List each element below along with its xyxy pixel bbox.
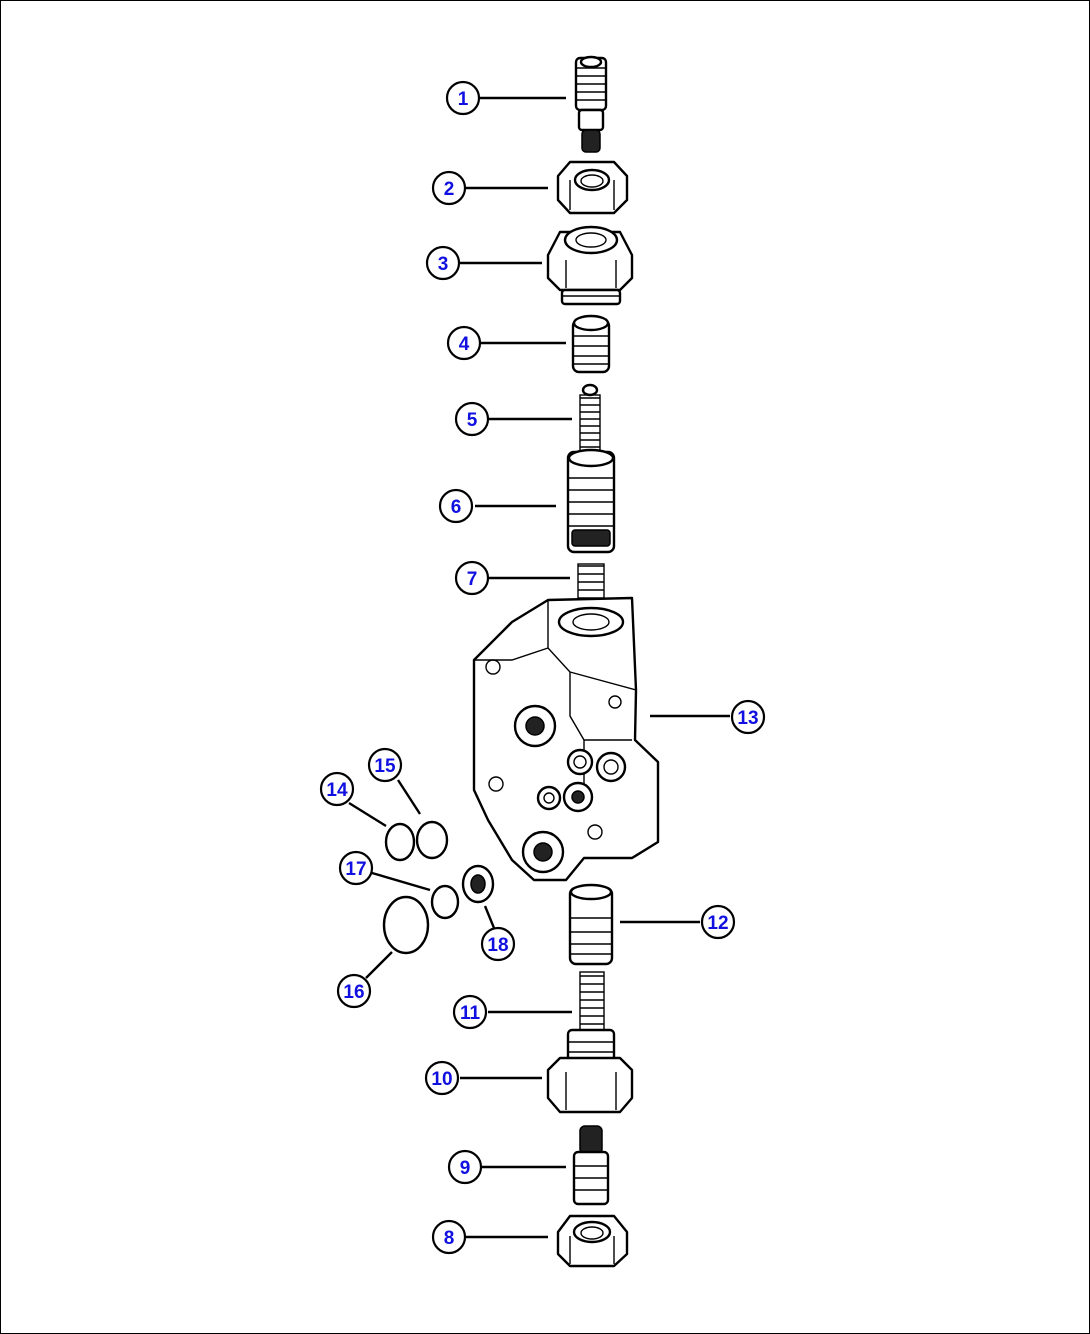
callout-circle xyxy=(445,80,481,116)
callout-label: 7 xyxy=(467,569,478,590)
leader-14 xyxy=(348,801,387,828)
part-16-o-ring xyxy=(382,895,430,955)
callout-17: 17 xyxy=(338,850,374,886)
callout-12: 12 xyxy=(700,904,736,940)
part-12-valve xyxy=(568,883,614,966)
callout-1: 1 xyxy=(445,80,481,116)
callout-label: 10 xyxy=(431,1069,452,1090)
callout-circle xyxy=(452,994,488,1030)
leader-18 xyxy=(483,905,496,929)
callout-label: 15 xyxy=(374,756,396,777)
leader-16 xyxy=(365,951,393,979)
callout-10: 10 xyxy=(424,1060,460,1096)
part-3-plug xyxy=(546,225,634,306)
part-13-valve-body xyxy=(472,596,660,882)
leader-15 xyxy=(396,779,422,815)
part-6-valve xyxy=(566,448,616,554)
callout-15: 15 xyxy=(367,747,403,783)
callout-11: 11 xyxy=(452,994,488,1030)
callout-16: 16 xyxy=(336,973,372,1009)
part-18-seal xyxy=(461,864,495,904)
callout-circle xyxy=(730,699,766,735)
callout-circle xyxy=(454,560,490,596)
callout-label: 1 xyxy=(458,89,469,110)
callout-circle xyxy=(319,771,355,807)
leader-17 xyxy=(371,871,431,892)
callout-label: 13 xyxy=(737,708,758,729)
callout-label: 16 xyxy=(343,982,364,1003)
part-11-spring xyxy=(579,971,605,1031)
callout-3: 3 xyxy=(425,245,461,281)
callout-circle xyxy=(447,1149,483,1185)
callout-9: 9 xyxy=(447,1149,483,1185)
part-5-spring xyxy=(579,383,601,454)
callout-circle xyxy=(454,401,490,437)
part-8-hex-nut xyxy=(556,1214,629,1268)
callout-label: 9 xyxy=(460,1158,471,1179)
callout-label: 12 xyxy=(707,913,728,934)
callout-circle xyxy=(367,747,403,783)
callout-circle xyxy=(438,488,474,524)
part-14-o-ring xyxy=(384,822,416,862)
callout-label: 2 xyxy=(444,179,455,200)
callout-5: 5 xyxy=(454,401,490,437)
callout-label: 8 xyxy=(444,1228,455,1249)
callout-circle xyxy=(480,926,516,962)
callout-circle xyxy=(446,325,482,361)
callout-label: 3 xyxy=(438,254,449,275)
callout-8: 8 xyxy=(431,1219,467,1255)
callout-13: 13 xyxy=(730,699,766,735)
part-4-spring-seat xyxy=(571,314,611,374)
callout-label: 17 xyxy=(345,859,366,880)
callout-label: 4 xyxy=(459,334,470,355)
part-2-hex-nut xyxy=(556,160,629,215)
callout-14: 14 xyxy=(319,771,355,807)
part-17-o-ring xyxy=(430,884,460,920)
callout-18: 18 xyxy=(480,926,516,962)
callout-circle xyxy=(336,973,372,1009)
callout-7: 7 xyxy=(454,560,490,596)
callout-2: 2 xyxy=(431,170,467,206)
callout-circle xyxy=(425,245,461,281)
callout-label: 11 xyxy=(460,1003,481,1024)
callout-circle xyxy=(431,1219,467,1255)
callout-label: 18 xyxy=(487,935,508,956)
callout-label: 6 xyxy=(451,497,462,518)
part-1-adjust-screw xyxy=(574,55,608,153)
part-15-o-ring xyxy=(415,820,449,860)
part-10-plug xyxy=(546,1028,634,1114)
callout-label: 14 xyxy=(326,780,348,801)
callout-circle xyxy=(424,1060,460,1096)
part-9-screw xyxy=(572,1125,610,1206)
callout-label: 5 xyxy=(467,410,478,431)
callout-6: 6 xyxy=(438,488,474,524)
callout-circle xyxy=(338,850,374,886)
callout-circle xyxy=(431,170,467,206)
callout-circle xyxy=(700,904,736,940)
callout-4: 4 xyxy=(446,325,482,361)
